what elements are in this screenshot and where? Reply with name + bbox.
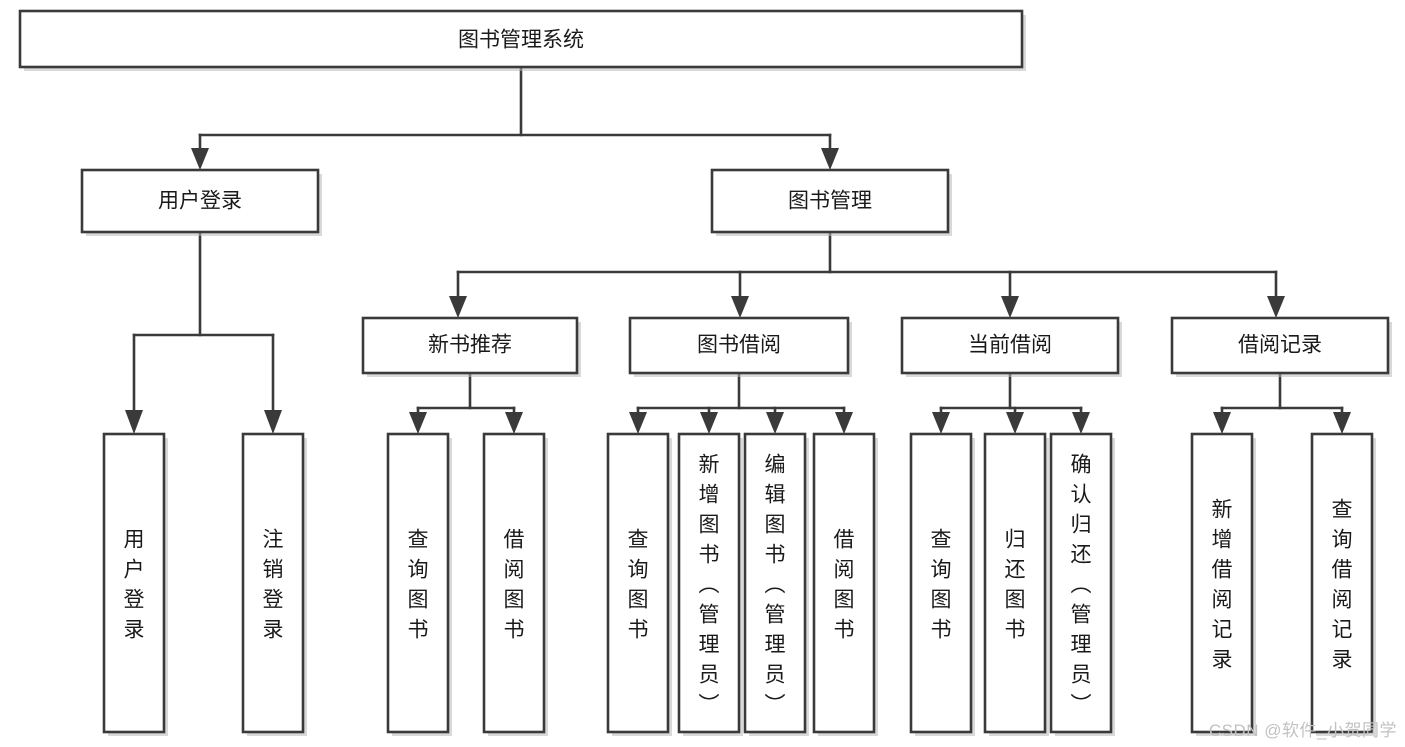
leaf-user-login-label: 用户登录 <box>124 528 145 641</box>
leaf-borrow-book-2[interactable]: 借阅图书 <box>812 432 878 736</box>
arrow-head-leaf-return-book <box>1006 412 1024 434</box>
leaf-add-book[interactable]: 新增图书︵管理员︶ <box>677 432 743 736</box>
leaf-add-record[interactable]: 新增借阅记录 <box>1190 432 1256 736</box>
arrow-head-leaf-borrow-book-2 <box>835 412 853 434</box>
node-root-label: 图书管理系统 <box>458 29 584 52</box>
leaf-node-layer: 用户登录 注销登录 查询图书 借阅图书 查询图书 新增图书︵管理员︶ 编辑图书︵管理员︶ 借阅… <box>102 432 1376 736</box>
node-book-borrow-label: 图书借阅 <box>697 334 781 357</box>
arrow-head-leaf-query-book-1 <box>409 412 427 434</box>
leaf-query-book-1-box <box>386 432 450 734</box>
leaf-add-record-label: 新增借阅记录 <box>1212 498 1233 671</box>
node-book-borrow[interactable]: 图书借阅 <box>628 316 852 377</box>
arrow-head-new-book-rec <box>449 296 467 318</box>
arrow-head-leaf-edit-book <box>766 412 784 434</box>
leaf-query-book-3-box <box>909 432 973 734</box>
leaf-confirm-return-box <box>1049 432 1113 734</box>
leaf-query-book-1-label: 查询图书 <box>408 528 429 641</box>
node-current-borrow[interactable]: 当前借阅 <box>900 316 1122 377</box>
node-book-management-label: 图书管理 <box>788 190 872 213</box>
leaf-query-book-3-label: 查询图书 <box>931 528 952 641</box>
arrow-head-leaf-query-book-2 <box>629 412 647 434</box>
node-book-management[interactable]: 图书管理 <box>710 168 952 236</box>
leaf-return-book-label: 归还图书 <box>1005 528 1026 641</box>
arrow-head-leaf-add-record <box>1213 412 1231 434</box>
node-root[interactable]: 图书管理系统 <box>18 9 1026 71</box>
leaf-query-record-box <box>1310 432 1374 734</box>
node-borrow-record-box <box>1170 316 1390 375</box>
connector-layer <box>125 65 1351 434</box>
node-book-management-box <box>710 168 950 234</box>
leaf-borrow-book-1-box <box>482 432 546 734</box>
arrow-head-borrow-record <box>1267 296 1285 318</box>
leaf-borrow-book-2-box <box>812 432 876 734</box>
leaf-add-book-box <box>677 432 741 734</box>
arrow-head-book-mgmt <box>821 148 839 170</box>
leaf-return-book-box <box>983 432 1047 734</box>
leaf-query-record-label: 查询借阅记录 <box>1332 498 1353 671</box>
arrow-head-leaf-user-login <box>125 410 143 434</box>
leaf-query-book-3[interactable]: 查询图书 <box>909 432 975 736</box>
leaf-query-book-1[interactable]: 查询图书 <box>386 432 452 736</box>
node-user-login-box <box>80 168 320 234</box>
leaf-edit-book-label: 编辑图书︵管理员︶ <box>765 453 786 716</box>
node-new-book-recommend-label: 新书推荐 <box>428 334 512 357</box>
leaf-query-book-2-label: 查询图书 <box>628 528 649 641</box>
leaf-query-book-2-box <box>606 432 670 734</box>
arrow-head-book-borrow <box>731 296 749 318</box>
arrow-head-leaf-query-book-3 <box>932 412 950 434</box>
leaf-borrow-book-2-label: 借阅图书 <box>834 528 855 641</box>
leaf-return-book[interactable]: 归还图书 <box>983 432 1049 736</box>
leaf-confirm-return-label: 确认归还︵管理员︶ <box>1071 453 1092 716</box>
arrow-head-leaf-query-record <box>1333 412 1351 434</box>
leaf-query-book-2[interactable]: 查询图书 <box>606 432 672 736</box>
node-new-book-recommend[interactable]: 新书推荐 <box>361 316 581 377</box>
arrow-head-user-login <box>191 148 209 170</box>
leaf-confirm-return[interactable]: 确认归还︵管理员︶ <box>1049 432 1115 736</box>
leaf-add-book-label: 新增图书︵管理员︶ <box>699 453 720 716</box>
node-new-book-recommend-box <box>361 316 579 375</box>
arrow-head-leaf-add-book <box>700 412 718 434</box>
leaf-logout-login-box <box>241 432 305 734</box>
leaf-edit-book-box <box>743 432 807 734</box>
node-borrow-record-label: 借阅记录 <box>1238 334 1322 357</box>
leaf-add-record-box <box>1190 432 1254 734</box>
arrow-head-leaf-logout-login <box>264 410 282 434</box>
node-current-borrow-box <box>900 316 1120 375</box>
csdn-watermark: CSDN @软件_小贺同学 <box>1208 721 1397 740</box>
leaf-query-record[interactable]: 查询借阅记录 <box>1310 432 1376 736</box>
node-user-login[interactable]: 用户登录 <box>80 168 322 236</box>
node-borrow-record[interactable]: 借阅记录 <box>1170 316 1392 377</box>
arrow-head-leaf-confirm-return <box>1072 412 1090 434</box>
leaf-edit-book[interactable]: 编辑图书︵管理员︶ <box>743 432 809 736</box>
leaf-logout-login[interactable]: 注销登录 <box>241 432 307 736</box>
arrow-head-leaf-borrow-book-1 <box>505 412 523 434</box>
leaf-user-login-box <box>102 432 166 734</box>
node-current-borrow-label: 当前借阅 <box>968 334 1052 357</box>
arrow-head-current-borrow <box>1001 296 1019 318</box>
node-book-borrow-box <box>628 316 850 375</box>
leaf-borrow-book-1-label: 借阅图书 <box>504 528 525 641</box>
leaf-user-login[interactable]: 用户登录 <box>102 432 168 736</box>
leaf-logout-login-label: 注销登录 <box>263 528 284 641</box>
node-root-box <box>18 9 1024 69</box>
node-user-login-label: 用户登录 <box>158 190 242 213</box>
leaf-borrow-book-1[interactable]: 借阅图书 <box>482 432 548 736</box>
